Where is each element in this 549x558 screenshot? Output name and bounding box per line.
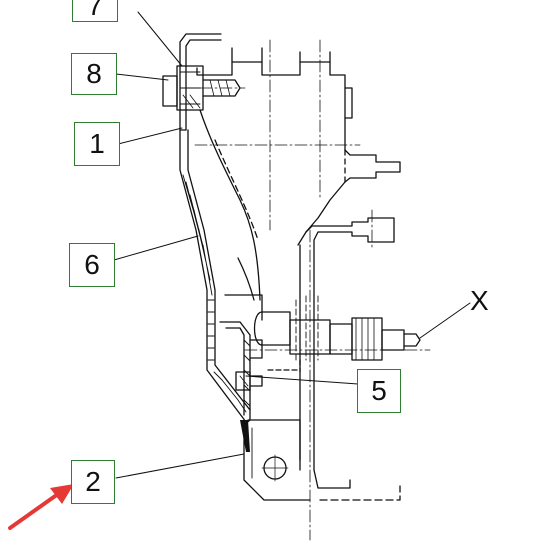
bolt-5 <box>235 371 263 391</box>
upper-fitting <box>299 217 395 471</box>
housing-body <box>196 47 401 301</box>
bracket-1 <box>179 33 222 131</box>
callout-7: 7 <box>72 0 118 22</box>
bracket-6 <box>179 129 251 426</box>
actuator <box>224 294 421 373</box>
callout-6: 6 <box>69 243 115 287</box>
callout-1: 1 <box>74 122 120 166</box>
centre-lines <box>179 39 431 541</box>
red-arrow-icon <box>8 484 74 530</box>
callout-8: 8 <box>71 53 117 95</box>
foot-plate <box>240 419 401 501</box>
leader-lines <box>113 11 471 479</box>
callout-5: 5 <box>357 369 401 413</box>
bolt-8 <box>162 65 241 111</box>
marker-x-label: X <box>470 285 489 316</box>
callout-2: 2 <box>71 460 115 504</box>
